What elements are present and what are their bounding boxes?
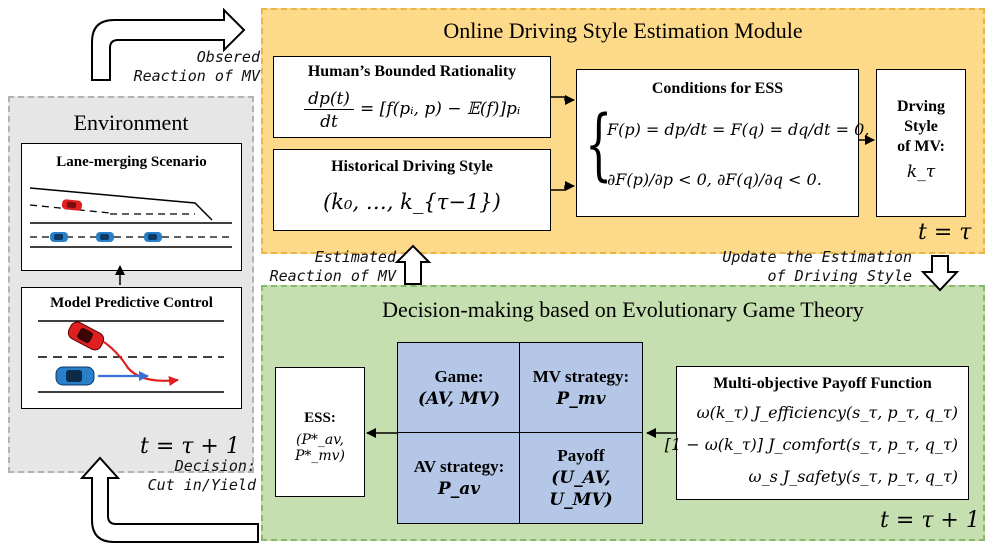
environment-time: t = τ + 1 <box>140 434 240 459</box>
lane-merging-scenario-box: Lane-merging Scenario <box>21 143 242 271</box>
observed-caption: Obsered Reaction of MV <box>130 48 260 86</box>
decision-time: t = τ + 1 <box>880 508 980 533</box>
estimation-time: t = τ <box>918 220 972 245</box>
brace-symbol: { <box>585 100 613 190</box>
ess-conditions-box: Conditions for ESS { F(p) = dp/dt = F(q)… <box>576 69 869 217</box>
replicator-equation-rhs: = [f(pᵢ, p) − 𝔼(f)]pᵢ <box>360 99 521 119</box>
mpc-road <box>38 320 224 393</box>
decision-caption-line2: Cut in/Yield <box>147 475 256 494</box>
game-value: (AV, MV) <box>417 389 501 409</box>
observed-caption-line1: Obsered <box>196 48 260 66</box>
derivative-denominator: dt <box>320 112 338 132</box>
rationality-to-ess-arrow <box>551 95 575 105</box>
payoff-efficiency-term: ω(k_τ) J_efficiency(s_τ, p_τ, q_τ) <box>696 403 958 422</box>
mv-strategy-value: P_mv <box>556 389 606 409</box>
payoff-function-box: Multi-objective Payoff Function ω(k_τ) J… <box>665 366 969 500</box>
estimation-module-title: Online Driving Style Estimation Module <box>443 18 803 43</box>
payoff-comfort-term: [1 − ω(k_τ)] J_comfort(s_τ, p_τ, q_τ) <box>664 435 958 454</box>
ess-result-box: ESS: (P*_av, P*_mv) <box>275 367 365 497</box>
scenario-title: Lane-merging Scenario <box>56 154 207 170</box>
history-to-ess-arrow <box>551 181 575 191</box>
bounded-rationality-box: Human’s Bounded Rationality dp(t) dt = [… <box>273 56 551 138</box>
game-label: Game: <box>434 366 484 386</box>
mpc-red-car <box>67 321 105 351</box>
observed-caption-line2: Reaction of MV <box>133 66 260 85</box>
mpc-blue-car <box>55 366 95 386</box>
estimated-caption: Estimated Reaction of MV <box>256 248 396 286</box>
update-estimation-arrow <box>920 255 960 292</box>
decision-arrow <box>79 456 259 543</box>
ess-condition-stability: ∂F(p)/∂p < 0, ∂F(q)/∂q < 0. <box>607 170 822 189</box>
driving-style-symbol: k_τ <box>906 162 936 182</box>
bounded-rationality-title: Human’s Bounded Rationality <box>307 63 517 80</box>
ess-condition-equilibrium: F(p) = dp/dt = F(q) = dq/dt = 0, <box>607 120 870 139</box>
av-strategy-cell: AV strategy: P_av <box>397 432 521 524</box>
observed-reaction-arrow <box>91 7 246 81</box>
driving-style-line1: Drving <box>897 98 945 115</box>
decision-caption-line1: Decision: <box>174 457 256 475</box>
scenario-red-car <box>61 199 83 211</box>
update-caption-line2: of Driving Style <box>767 266 913 285</box>
estimated-caption-line2: Reaction of MV <box>269 266 396 285</box>
scenario-blue-car-2 <box>96 232 114 242</box>
decision-caption: Decision: Cut in/Yield <box>134 457 256 495</box>
derivative-numerator: dp(t) <box>304 89 354 111</box>
payoff-function-title: Multi-objective Payoff Function <box>713 375 932 392</box>
av-strategy-label: AV strategy: <box>413 456 505 476</box>
driving-style-box: Drving Style of MV: k_τ <box>876 69 966 217</box>
red-trajectory <box>103 341 179 386</box>
av-strategy-value: P_av <box>437 479 481 499</box>
scenario-blue-car-1 <box>50 232 68 242</box>
mpc-title: Model Predictive Control <box>50 295 213 311</box>
driving-style-line3: of MV: <box>897 138 945 155</box>
game-cell: Game: (AV, MV) <box>397 342 521 434</box>
payoff-safety-term: ω_s J_safety(s_τ, p_τ, q_τ) <box>748 467 958 486</box>
historical-style-box: Historical Driving Style (k₀, …, k_{τ−1}… <box>273 149 551 231</box>
payoff-label: Payoff <box>557 445 605 465</box>
ess-result-label: ESS: <box>304 410 336 426</box>
decision-module-title: Decision-making based on Evolutionary Ga… <box>382 297 864 322</box>
update-caption: Update the Estimation of Driving Style <box>700 248 912 286</box>
environment-title: Environment <box>73 110 189 135</box>
estimated-caption-line1: Estimated <box>314 248 396 266</box>
mpc-box: Model Predictive Control <box>21 287 242 409</box>
driving-style-line2: Style <box>904 118 938 135</box>
estimated-reaction-arrow <box>394 244 432 285</box>
historical-style-title: Historical Driving Style <box>331 158 493 175</box>
update-caption-line1: Update the Estimation <box>722 248 912 266</box>
ess-conditions-title: Conditions for ESS <box>651 80 784 97</box>
mv-strategy-label: MV strategy: <box>532 366 630 386</box>
historical-style-formula: (k₀, …, k_{τ−1}) <box>323 190 501 214</box>
scenario-blue-car-3 <box>144 232 162 242</box>
ess-result-value: (P*_av, P*_mv) <box>294 432 346 464</box>
payoff-cell: Payoff (U_AV, U_MV) <box>519 432 643 524</box>
connector-arrows <box>115 95 875 438</box>
payoff-value: (U_AV, U_MV) <box>549 467 613 511</box>
